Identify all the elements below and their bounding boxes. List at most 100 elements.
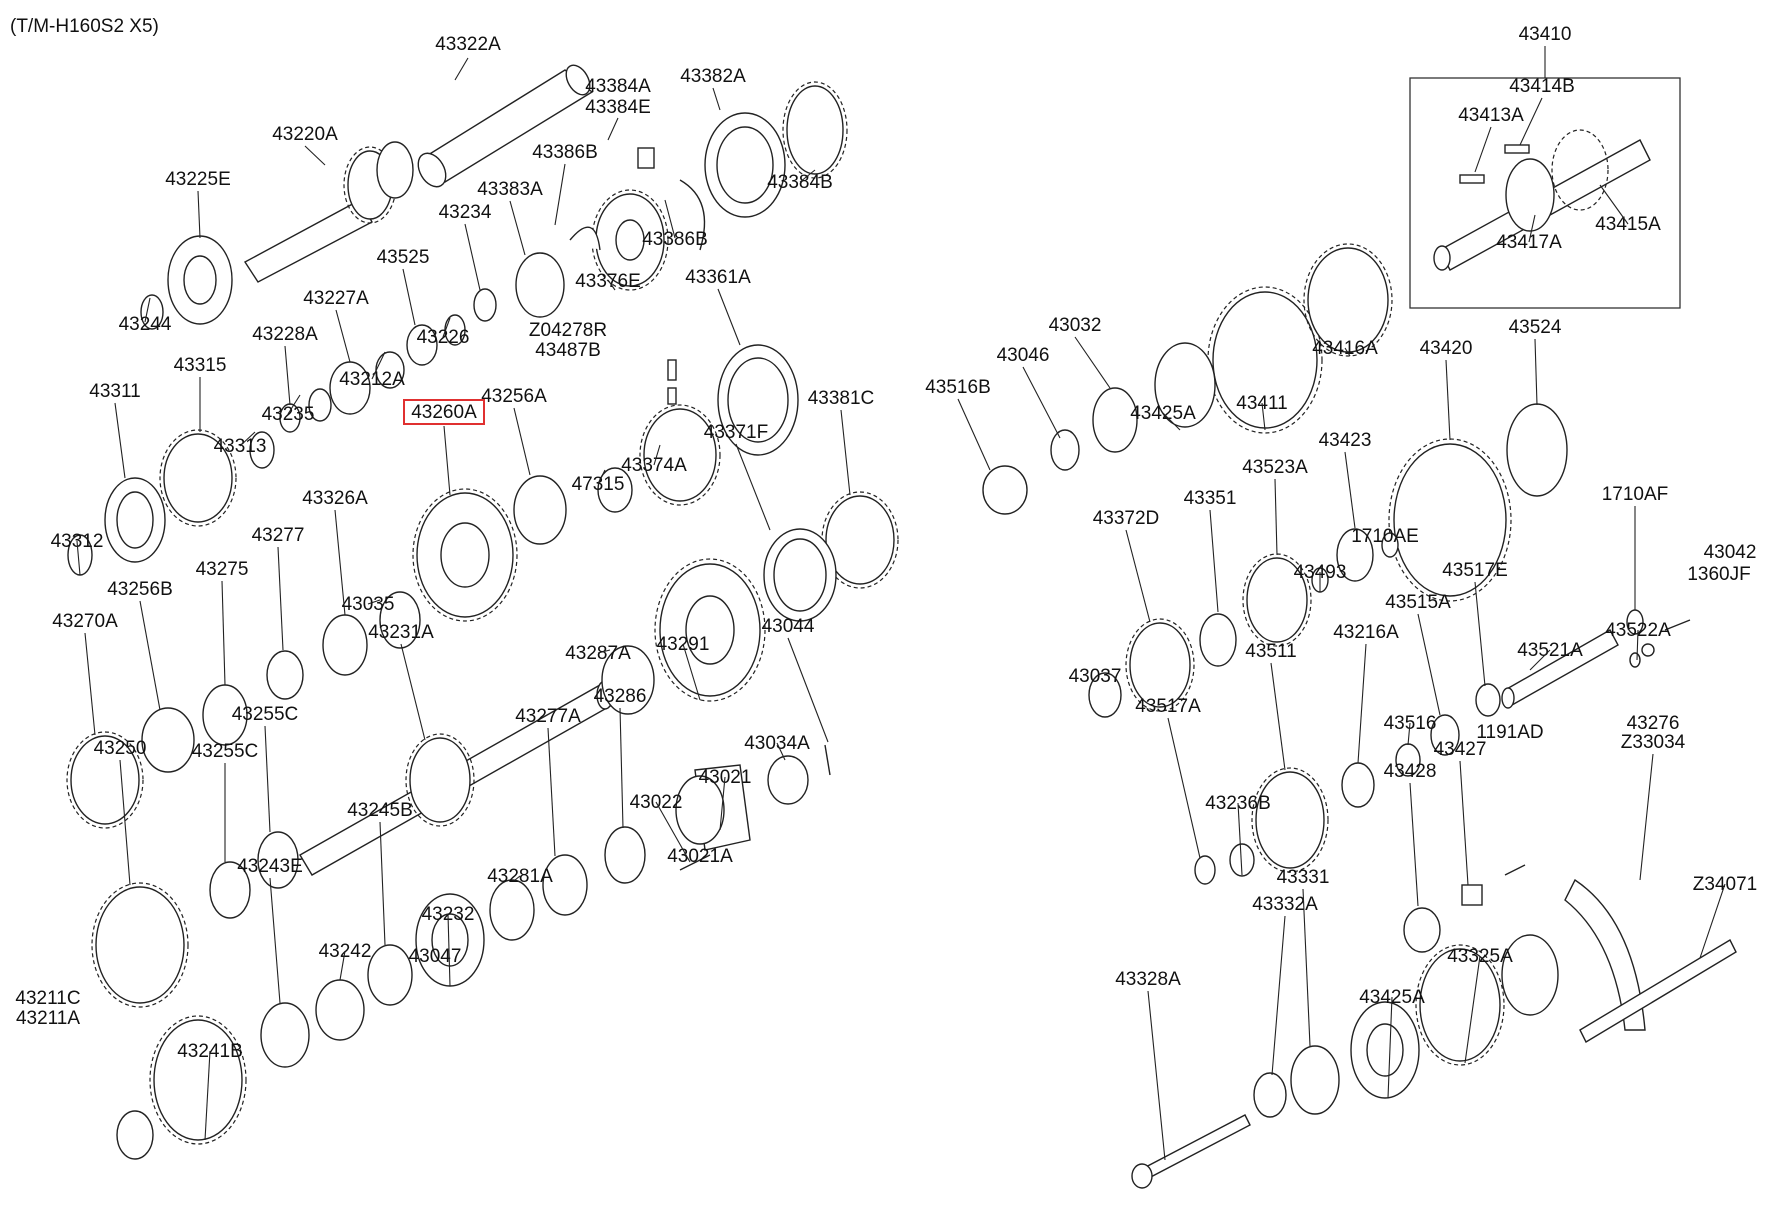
gear-43325A [1415,934,1559,1066]
part-label-43256a: 43256A [481,386,547,407]
part-label-43372d: 43372D [1093,508,1160,529]
spring-43386B-b [679,179,706,251]
hub-43374A [639,404,721,506]
part-label-43517e: 43517E [1442,560,1508,581]
part-label-43328a: 43328A [1115,969,1181,990]
leader-line [239,431,256,447]
leader-line [1529,649,1551,671]
part-label-43382a: 43382A [680,66,746,87]
part-label-1710af: 1710AF [1602,484,1669,505]
part-label-43384e: 43384E [585,97,651,118]
part-label-1191ad: 1191AD [1476,722,1543,743]
plate-43517A [1194,855,1216,885]
right-assembly-parts [982,77,1737,1189]
part-label-z33034: Z33034 [1621,732,1686,753]
part-label-43256b: 43256B [107,579,173,600]
leader-line [144,297,151,323]
leader-line [664,199,676,239]
leader-line [1459,760,1469,886]
leader-line [1147,990,1166,1161]
part-label-43270a: 43270A [52,611,118,632]
bearing-43037 [1088,672,1122,718]
leader-line [735,443,771,531]
leader-line [197,190,201,239]
part-label-43243e: 43243E [237,856,303,877]
leader-line [76,540,81,576]
leader-line [443,425,451,496]
ring-43277A [542,854,588,916]
leader-line [607,117,619,141]
bearing-43311 [104,477,166,563]
leader-line [597,469,606,485]
plate-43428 [1403,907,1441,953]
leader-line [379,821,386,946]
part-label-43277a: 43277A [515,706,581,727]
washer-43234 [473,288,497,322]
ring-43032 [1092,387,1138,453]
leader-line [787,637,829,743]
leader-line [509,200,526,256]
part-label-43386b: 43386B [532,142,598,163]
leader-line [799,169,816,183]
leader-line [367,599,381,605]
bushing-43242 [315,979,365,1041]
gear-43241B [149,1015,247,1145]
leader-line [1022,366,1061,439]
leader-line [1271,915,1286,1076]
ring-1710AE [1381,532,1399,558]
leader-line [607,279,616,291]
leader-line [1302,888,1311,1047]
bushing-43256A [513,475,567,545]
leader-line [1599,184,1629,225]
part-label-43255c: 43255C [192,741,259,762]
part-label-43211c: 43211C [15,988,80,1009]
leader-line [712,87,721,111]
part-label-43231a: 43231A [368,622,434,643]
sleeve-43361A [717,344,799,456]
leader-line [221,580,226,686]
washer-43245B [367,944,413,1006]
gear-43420 [1388,438,1512,602]
leader-line [1417,613,1441,716]
part-label-43245b: 43245B [347,800,413,821]
nut-43034A [767,755,809,805]
diagram-title: (T/M-H160S2 X5) [10,16,159,37]
bearing-43232 [415,893,485,987]
part-label-43384b: 43384B [767,172,833,193]
leader-line [597,649,611,654]
leader-line [114,402,126,479]
main-shaft-43322A [417,64,594,188]
part-label-43331: 43331 [1277,867,1330,888]
part-label-43371f: 43371F [704,422,768,443]
bushing-43525 [406,324,438,366]
part-label-43234: 43234 [439,202,492,223]
part-label-43276: 43276 [1627,713,1680,734]
leader-line [284,345,291,406]
leader-line [447,913,451,987]
bearing-43255C-a [257,831,299,889]
part-label-43511: 43511 [1245,641,1296,662]
synchro-43382A [704,112,786,218]
gear-43372D [1125,618,1195,712]
leader-line [776,742,786,761]
leader-line [84,632,96,736]
highlight-box [403,399,485,425]
bearing-43216A [1341,762,1375,808]
part-label-43524: 43524 [1509,317,1562,338]
leader-line [1639,753,1654,881]
part-number-labels: 43322A43384A43384E43382A43220A43225E4338… [15,24,1757,1062]
leader-line [119,759,131,886]
part-label-43032: 43032 [1049,315,1102,336]
ring-43524 [1506,403,1568,497]
part-label-43361a: 43361A [685,267,751,288]
part-label-z04278r: Z04278R [529,320,607,341]
part-label-43374a: 43374A [621,455,687,476]
leader-line [371,351,386,380]
part-label-43250: 43250 [94,738,147,759]
leader-line [304,145,326,166]
leader-lines [76,46,1726,1161]
part-label-43216a: 43216A [1333,622,1399,643]
part-label-43414b: 43414B [1509,76,1575,97]
part-label-43322a: 43322A [435,34,501,55]
clip-43522A [1629,652,1641,668]
